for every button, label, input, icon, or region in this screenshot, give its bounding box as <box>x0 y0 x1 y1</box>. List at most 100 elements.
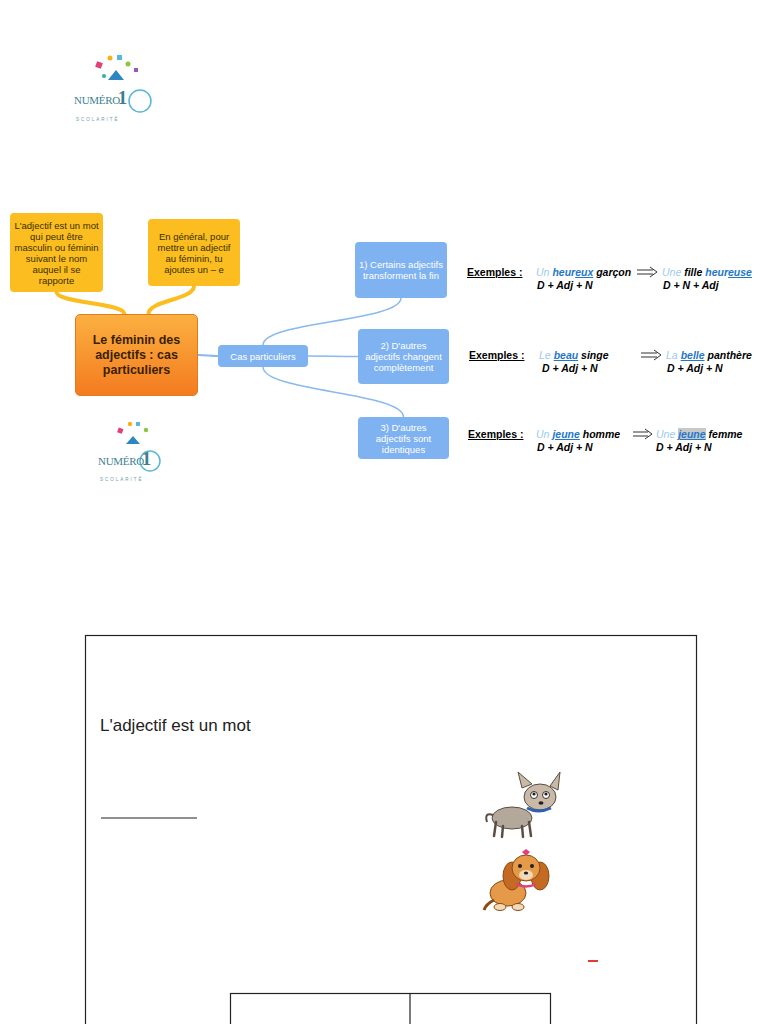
implies-arrow <box>637 267 657 277</box>
red-dash <box>588 960 598 962</box>
connectors <box>57 286 404 417</box>
example-word: eux <box>575 266 593 278</box>
table-frame <box>231 994 551 1024</box>
example-heading: Exemples : <box>468 428 523 440</box>
logo-confetti <box>128 422 132 426</box>
text-line: Unheureuxgarçon <box>536 266 634 278</box>
worksheet-frame <box>86 636 697 1024</box>
logo-confetti <box>136 422 140 426</box>
example-word: Une <box>662 266 681 278</box>
example-word: Un <box>536 428 549 440</box>
dog-nose <box>524 871 528 874</box>
logo-confetti <box>117 427 123 433</box>
connector <box>149 286 195 314</box>
example-word: Un <box>536 266 549 278</box>
example-word: jeune <box>552 428 579 440</box>
example-word: heur <box>552 266 575 278</box>
connector <box>198 355 218 356</box>
logo-mark <box>108 70 124 80</box>
logo-confetti <box>108 56 113 61</box>
spaniel-illustration <box>484 849 549 911</box>
dog-bow <box>522 849 530 856</box>
case-box: 1) Certains adjectifs transforment la fi… <box>355 242 447 298</box>
example-word: D + N + Adj <box>663 279 719 291</box>
example-word: Une <box>656 428 675 440</box>
logo-number: 1 <box>118 87 128 108</box>
dog-ear <box>518 772 532 788</box>
text-line: Lebeausinge <box>539 349 611 361</box>
dog-eye <box>543 792 550 799</box>
case-box: 2) D'autres adjectifs changent complètem… <box>358 329 449 384</box>
logo-text: NUMÉRO <box>74 94 120 106</box>
dog-paw <box>494 904 506 911</box>
text-line: SCOLARITÉ <box>100 471 145 483</box>
node-text: 1) Certains adjectifs transforment la fi… <box>359 259 443 281</box>
dog-tail <box>484 900 494 910</box>
dog-eye <box>518 864 522 868</box>
text-line: D + N + Adj <box>663 279 722 291</box>
example-word: D + Adj + N <box>542 362 598 374</box>
worksheet <box>86 636 697 1024</box>
text-line: D + Adj + N <box>667 362 726 374</box>
dog-tail <box>486 814 493 822</box>
logo-confetti <box>134 68 138 72</box>
table-divider <box>409 993 410 1024</box>
dog-muzzle <box>519 870 533 880</box>
dog-head <box>512 855 540 881</box>
example-word: panthère <box>708 349 752 361</box>
logo-number: 1 <box>142 448 152 469</box>
example-word: D + Adj + N <box>537 441 593 453</box>
dog-eye <box>531 792 538 799</box>
logo-subtitle: SCOLARITÉ <box>76 117 120 122</box>
example-word: heur <box>705 266 728 278</box>
example-word: homme <box>583 428 620 440</box>
dog-paw <box>512 904 524 911</box>
answer-line <box>101 817 197 818</box>
text-line: Exemples : <box>467 266 525 278</box>
node-text: 3) D'autres adjectifs sont identiques <box>362 422 445 455</box>
example-word: Le <box>539 349 551 361</box>
example-heading: Exemples : <box>467 266 522 278</box>
example-word: jeune <box>678 428 705 440</box>
node-text: L'adjectif est un mot qui peut être masc… <box>14 220 99 286</box>
logo-confetti <box>126 62 131 67</box>
example-word: D + Adj + N <box>537 279 593 291</box>
dog-collar <box>527 808 551 811</box>
implies-arrow <box>633 429 652 439</box>
text-line: SCOLARITÉ <box>76 111 121 123</box>
example-word: femme <box>709 428 743 440</box>
worksheet-text: L'adjectif est un mot <box>100 716 251 735</box>
node-text: Le féminin des adjectifs : cas particuli… <box>80 333 193 378</box>
node-text: 2) D'autres adjectifs changent complètem… <box>362 340 445 373</box>
logo-confetti <box>117 55 122 60</box>
central-topic: Le féminin des adjectifs : cas particuli… <box>75 314 198 396</box>
example-word: La <box>666 349 678 361</box>
logo-text: NUMÉRO <box>98 455 144 467</box>
text-line: Unefilleheureuse <box>662 266 755 278</box>
dog-pupil <box>544 792 547 795</box>
text-line: L'adjectif est un mot <box>100 716 255 736</box>
logo-mark <box>126 436 140 444</box>
dog-nose <box>539 801 544 805</box>
node-text: En général, pour mettre un adjectif au f… <box>152 231 236 275</box>
example-word: singe <box>581 349 608 361</box>
text-line: Labellepanthère <box>666 349 755 361</box>
example-word: D + Adj + N <box>656 441 712 453</box>
implies-arrow <box>641 350 661 360</box>
text-line: Exemples : <box>469 349 527 361</box>
example-word: fille <box>684 266 702 278</box>
logo-ring <box>129 90 151 112</box>
text-line: Unjeune homme <box>536 428 623 440</box>
branch-box: Cas particuliers <box>218 345 308 367</box>
logo-confetti <box>144 428 148 432</box>
connector <box>57 292 125 314</box>
logo-confetti <box>95 61 103 69</box>
text-line: NUMÉRO1 <box>74 92 132 106</box>
dog-collar <box>516 884 536 887</box>
dog-ear <box>550 772 560 790</box>
example-word: belle <box>681 349 705 361</box>
example-heading: Exemples : <box>469 349 524 361</box>
example-arrows <box>633 267 661 439</box>
